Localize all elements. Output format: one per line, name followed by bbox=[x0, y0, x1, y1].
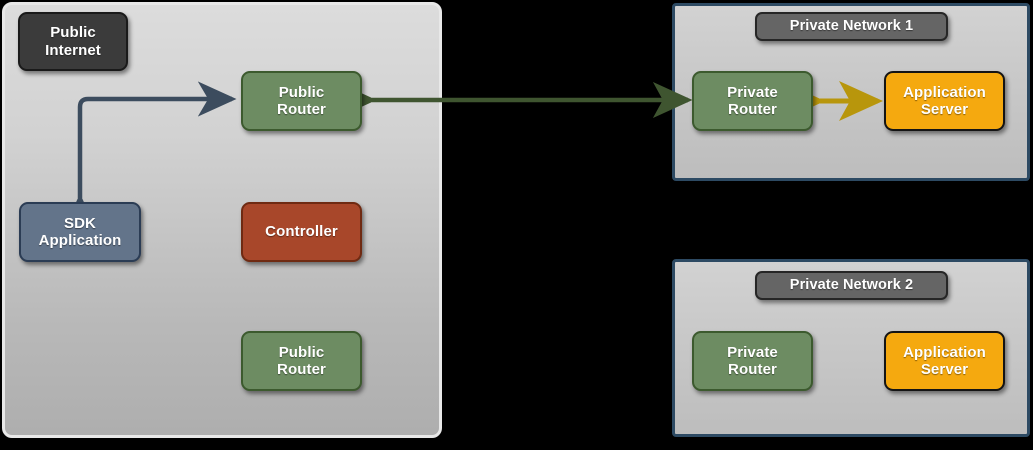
node-application-server-2[interactable]: Application Server bbox=[884, 331, 1005, 391]
node-controller[interactable]: Controller bbox=[241, 202, 362, 262]
private-network-1-title: Private Network 1 bbox=[755, 12, 948, 41]
node-private-router-2-label: Private Router bbox=[727, 343, 778, 378]
node-private-router-1[interactable]: Private Router bbox=[692, 71, 813, 131]
node-public-internet[interactable]: Public Internet bbox=[18, 12, 128, 71]
node-private-router-1-label: Private Router bbox=[727, 83, 778, 118]
node-public-router-top[interactable]: Public Router bbox=[241, 71, 362, 131]
node-public-internet-label: Public Internet bbox=[45, 24, 101, 59]
node-public-router-bottom-label: Public Router bbox=[277, 343, 326, 378]
private-network-1-title-label: Private Network 1 bbox=[789, 18, 914, 35]
node-private-router-2[interactable]: Private Router bbox=[692, 331, 813, 391]
node-application-server-1-label: Application Server bbox=[903, 83, 986, 118]
node-application-server-2-label: Application Server bbox=[903, 343, 986, 378]
node-controller-label: Controller bbox=[265, 223, 338, 241]
private-network-2-title-label: Private Network 2 bbox=[789, 277, 914, 294]
node-sdk-application[interactable]: SDK Application bbox=[19, 202, 141, 262]
node-application-server-1[interactable]: Application Server bbox=[884, 71, 1005, 131]
node-sdk-application-label: SDK Application bbox=[38, 214, 122, 249]
node-public-router-bottom[interactable]: Public Router bbox=[241, 331, 362, 391]
node-public-router-top-label: Public Router bbox=[277, 83, 326, 118]
private-network-2-title: Private Network 2 bbox=[755, 271, 948, 300]
